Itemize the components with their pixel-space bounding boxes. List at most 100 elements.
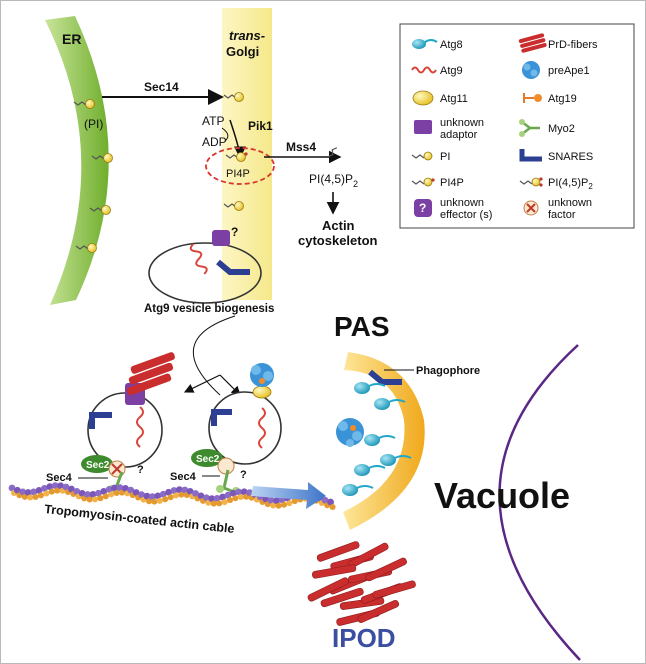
sec2-left-label: Sec2 [86, 460, 110, 471]
actin-bead [262, 495, 270, 503]
trans-label: trans- [229, 28, 265, 43]
actin-bead [235, 488, 243, 496]
tropomyosin-bead [146, 498, 152, 505]
pi45p2-label: PI(4,5)P2 [309, 172, 358, 189]
sec2-right-label: Sec2 [196, 454, 220, 465]
legend-label: Atg8 [440, 39, 463, 51]
actin-bead [154, 492, 162, 500]
prd-fiber [320, 587, 364, 608]
legend-label: unknown [440, 197, 484, 209]
atg8-tail [388, 399, 406, 403]
pi45p2-lipid [328, 147, 338, 158]
tropomyosin-bead [113, 490, 120, 497]
tropomyosin-bead [32, 493, 39, 500]
unknown-factor-icon [523, 200, 539, 216]
phagophore-membrane [343, 352, 425, 530]
legend-label: unknown [548, 197, 592, 209]
actin-bead [122, 484, 129, 492]
tropomyosin-bead [329, 504, 336, 511]
legend-label: PI [440, 151, 450, 163]
legend-label: factor [548, 209, 576, 221]
actin-bead [149, 493, 156, 501]
legend-label: unknown [440, 117, 484, 129]
actin-bead [111, 484, 118, 492]
actin-bead [62, 483, 70, 491]
pi4p-label: PI4P [226, 168, 250, 180]
actin-bead [8, 484, 16, 492]
tropomyosin-bead [92, 496, 98, 503]
atg8-cluster [342, 382, 412, 496]
atg8-tail [394, 455, 412, 459]
tropomyosin-bead [108, 491, 115, 498]
prd-fiber [316, 541, 360, 562]
vacuole-label: Vacuole [434, 475, 570, 516]
tropomyosin-bead [102, 493, 109, 500]
actin-bead [159, 490, 167, 498]
actin-bead [30, 488, 37, 496]
actin-bead [203, 494, 210, 502]
actin-bead [100, 487, 108, 495]
pas-preape1 [336, 418, 364, 447]
atg8-tail [356, 485, 374, 489]
sec4-right-label: Sec4 [170, 471, 197, 483]
tropomyosin-bead [21, 493, 28, 500]
prd-fiber [357, 599, 400, 623]
actin-bead [24, 489, 32, 496]
actin-bead [197, 492, 205, 500]
actin-bead [186, 487, 194, 495]
actin-bead [267, 497, 275, 504]
actin-bead [116, 484, 124, 492]
tropomyosin-bead [227, 497, 233, 504]
actin-bead [41, 485, 48, 492]
unknown-effector-icon: ? [414, 199, 432, 217]
tropomyosin-bead [173, 492, 179, 499]
actin-bead [46, 483, 54, 491]
actin-bead [321, 496, 329, 504]
pik1-label: Pik1 [248, 119, 273, 133]
tropomyosin-bead [178, 491, 185, 498]
actin-bead [230, 489, 237, 497]
atg8-tail [368, 465, 386, 469]
legend-label: SNARES [548, 151, 593, 163]
atp-to-adp-curve [221, 127, 229, 142]
tropomyosin-bead [162, 496, 169, 503]
actin-bead [105, 486, 113, 493]
snare-budding [216, 259, 250, 275]
budding-atg9-vesicle: ? [148, 225, 262, 304]
legend-box [399, 23, 635, 229]
atg8-tail [378, 435, 396, 439]
pi45p2-icon [519, 177, 543, 187]
actin-bead [73, 488, 81, 495]
actin-bead [213, 494, 221, 502]
golgi-label: Golgi [226, 44, 259, 59]
myo2-icon [519, 119, 540, 137]
actin-bead [181, 486, 189, 494]
prd-fiber [372, 580, 416, 599]
actin-bead [127, 486, 135, 494]
snare-phagophore [368, 369, 402, 385]
atg8-molecule [342, 484, 358, 496]
tropomyosin-bead [43, 490, 50, 497]
atg19-icon [523, 93, 542, 103]
vesicle-preape1-route [208, 363, 282, 465]
svg-text:?: ? [419, 201, 426, 215]
atg11-icon [412, 90, 434, 106]
actin-bead [95, 489, 102, 497]
legend-label: Atg11 [440, 93, 468, 105]
legend-label: adaptor [440, 129, 478, 141]
actin-bead [143, 492, 151, 500]
tropomyosin-bead [54, 487, 61, 494]
myo2-complex-right: Sec2 ? [191, 449, 247, 495]
atg8-icon [412, 39, 438, 49]
actin-bead [89, 490, 97, 498]
atg8-molecule [374, 398, 390, 410]
branch-curve [192, 315, 236, 396]
vacuole-membrane [498, 344, 581, 661]
actin-bead [240, 488, 248, 496]
mss4-label: Mss4 [286, 140, 316, 154]
atg9-icon [411, 66, 437, 74]
legend-label: PI4P [440, 177, 464, 189]
actin-bead [170, 487, 178, 494]
actin-bead [273, 497, 280, 505]
